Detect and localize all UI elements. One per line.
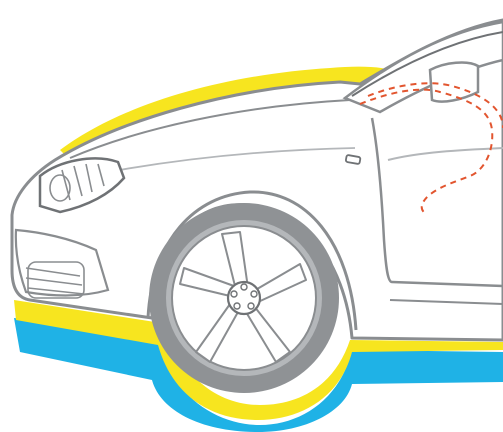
side-marker-light bbox=[346, 155, 361, 164]
side-mirror bbox=[430, 63, 478, 102]
